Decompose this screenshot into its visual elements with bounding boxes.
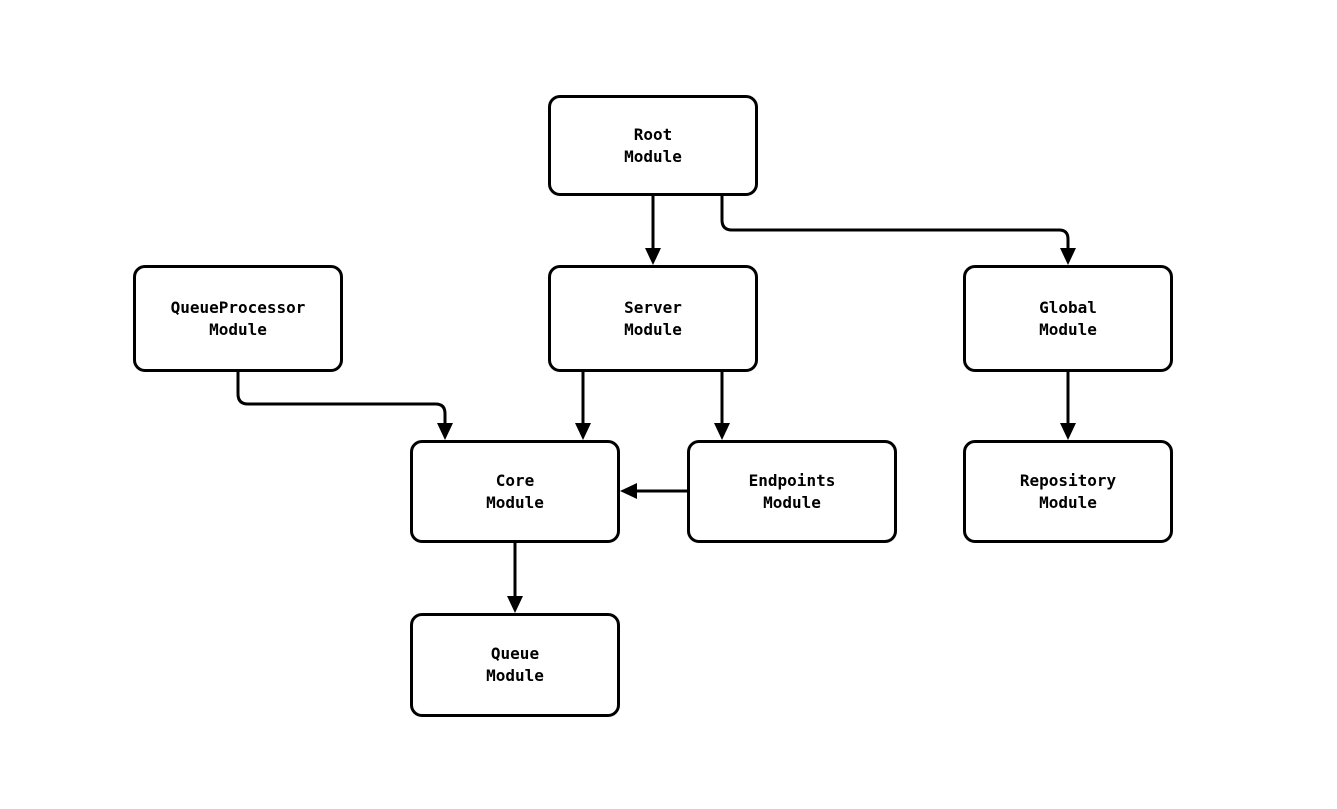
edge-arrowhead bbox=[645, 248, 661, 265]
node-label-suffix: Module bbox=[209, 319, 267, 339]
node-label-suffix: Module bbox=[763, 492, 821, 512]
edge-arrowhead bbox=[1060, 248, 1076, 265]
node-label-name: Server bbox=[624, 297, 682, 317]
node-label-name: Queue bbox=[490, 644, 540, 663]
edge-line bbox=[236, 372, 447, 423]
edge-line bbox=[720, 196, 1070, 248]
edge-global-to-repository bbox=[1060, 372, 1076, 440]
node-label-name: Endpoints bbox=[748, 470, 836, 490]
edge-arrowhead bbox=[714, 423, 730, 440]
edge-root-to-server bbox=[645, 196, 661, 265]
node-label-name: Repository bbox=[1019, 470, 1117, 490]
node-label-suffix: Module bbox=[1039, 319, 1097, 339]
edge-server-to-core bbox=[575, 372, 591, 440]
node-label-suffix: Module bbox=[624, 146, 682, 166]
edge-server-to-endpoints bbox=[714, 372, 730, 440]
node-label-suffix: Module bbox=[624, 319, 682, 339]
node-label-suffix: Module bbox=[486, 666, 544, 685]
node-label-name: Root bbox=[633, 124, 673, 144]
edge-queueprocessor-to-core bbox=[236, 372, 453, 440]
node-label-suffix: Module bbox=[1039, 492, 1097, 512]
edge-arrowhead bbox=[507, 596, 523, 613]
node-label-name: Global bbox=[1039, 297, 1097, 317]
edge-arrowhead bbox=[437, 423, 453, 440]
node-label-suffix: Module bbox=[486, 492, 544, 512]
edge-arrowhead bbox=[575, 423, 591, 440]
edge-endpoints-to-core bbox=[620, 483, 687, 499]
edge-root-to-global bbox=[720, 196, 1076, 265]
edge-core-to-queue bbox=[507, 543, 523, 613]
edge-arrowhead bbox=[1060, 423, 1076, 440]
node-label-name: QueueProcessor bbox=[170, 297, 306, 317]
edge-arrowhead bbox=[620, 483, 637, 499]
node-label-name: Core bbox=[495, 470, 535, 490]
